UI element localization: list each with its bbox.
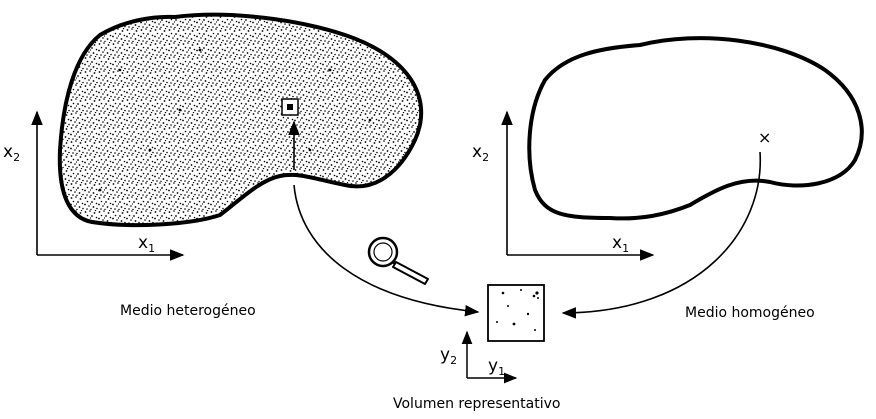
heterogeneous-caption: Medio heterogéneo — [120, 303, 256, 319]
homogeneous-caption: Medio homogéneo — [685, 305, 815, 321]
center-x-axis-label: y1 — [488, 356, 505, 378]
point-marker: × — [758, 128, 771, 147]
left-x-axis-label: x1 — [138, 233, 155, 255]
representative-volume-caption: Volumen representativo — [393, 396, 560, 412]
center-y-axis-label: y2 — [440, 345, 457, 367]
magnifying-glass-icon — [369, 238, 428, 284]
left-y-axis-label: x2 — [3, 142, 20, 164]
homogeneous-body — [529, 38, 861, 218]
representative-volume: y2 y1 Volumen representativo — [393, 285, 560, 412]
homogeneous-panel: × x2 x1 Medio homogéneo — [472, 38, 862, 321]
right-x-axis-label: x1 — [612, 233, 629, 255]
heterogeneous-body — [60, 15, 421, 225]
right-y-axis-label: x2 — [472, 142, 489, 164]
heterogeneous-panel: x2 x1 Medio heterogéneo — [3, 15, 421, 319]
